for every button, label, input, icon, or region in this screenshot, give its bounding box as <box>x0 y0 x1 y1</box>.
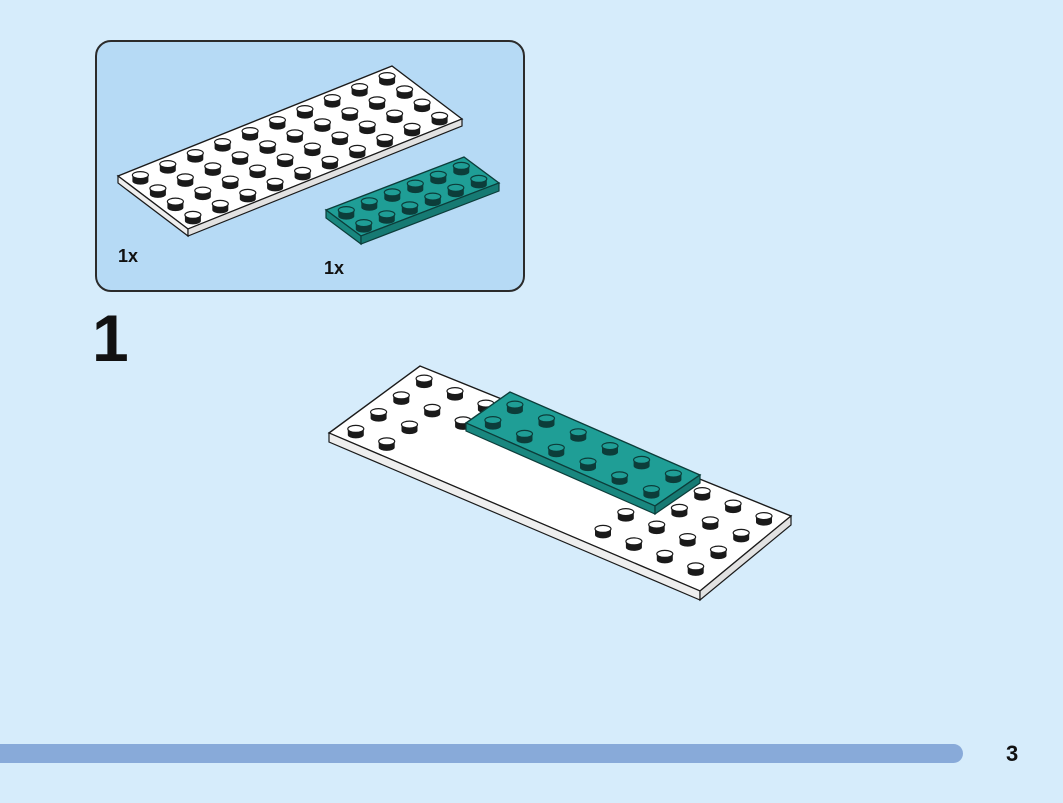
stud <box>378 71 396 87</box>
part-teal-plate <box>324 156 501 246</box>
stud <box>579 457 597 472</box>
stud <box>360 197 378 212</box>
stud <box>415 374 433 389</box>
stud <box>221 175 239 190</box>
page-number: 3 <box>1006 741 1019 766</box>
stud <box>755 511 773 527</box>
stud <box>214 138 232 153</box>
stud <box>687 562 705 577</box>
stud <box>413 98 431 113</box>
stud <box>484 416 502 431</box>
stud <box>429 170 447 185</box>
progress-bar <box>0 744 963 763</box>
stud <box>506 400 524 415</box>
part-white-plate <box>116 65 464 238</box>
stud <box>594 524 612 540</box>
stud <box>348 144 366 159</box>
stud <box>670 503 689 519</box>
stud <box>446 387 464 402</box>
stud <box>368 96 386 111</box>
stud <box>159 160 177 175</box>
stud <box>601 442 619 457</box>
step-number: 1 <box>92 301 129 375</box>
stud <box>259 140 277 155</box>
stud <box>569 428 587 443</box>
stud <box>403 122 421 137</box>
part-quantity-teal: 1x <box>324 258 345 278</box>
stud <box>678 532 697 548</box>
stud <box>431 111 449 127</box>
stud <box>249 164 267 179</box>
stud <box>268 115 286 131</box>
stud <box>617 507 635 523</box>
stud <box>452 161 470 176</box>
stud <box>321 155 339 170</box>
stud <box>625 537 643 552</box>
stud <box>184 210 202 225</box>
stud <box>241 127 259 142</box>
stud <box>424 192 442 207</box>
stud <box>186 149 204 164</box>
stud <box>351 82 369 98</box>
stud <box>423 403 441 418</box>
stud <box>701 516 719 531</box>
stud <box>401 201 419 216</box>
stud <box>341 107 359 122</box>
stud <box>383 188 401 203</box>
stud <box>303 142 321 157</box>
stud <box>378 437 396 452</box>
assembly-illustration <box>327 365 793 602</box>
stud <box>515 429 534 444</box>
stud <box>370 408 388 423</box>
stud <box>732 528 750 544</box>
stud <box>286 129 304 144</box>
stud <box>378 210 396 225</box>
stud <box>537 414 556 429</box>
stud <box>693 487 711 502</box>
stud <box>131 171 149 186</box>
stud <box>396 85 414 100</box>
stud <box>392 391 410 406</box>
stud <box>276 153 294 168</box>
stud <box>547 443 565 458</box>
stud <box>176 173 194 188</box>
stud <box>406 179 424 194</box>
stud <box>331 131 349 146</box>
stud <box>358 120 376 135</box>
stud <box>231 151 249 166</box>
stud <box>709 545 728 560</box>
stud <box>313 118 331 133</box>
stud <box>400 420 419 435</box>
stud <box>149 184 167 199</box>
part-quantity-white: 1x <box>118 246 139 266</box>
stud <box>204 162 222 177</box>
stud <box>386 109 404 124</box>
stud <box>724 499 742 514</box>
stud <box>266 177 284 192</box>
stud <box>323 93 341 109</box>
stud <box>337 206 355 221</box>
stud <box>211 199 229 214</box>
stud <box>347 424 365 439</box>
stud <box>648 520 666 535</box>
stud <box>376 133 394 148</box>
stud <box>239 188 257 203</box>
stud <box>194 186 212 201</box>
stud <box>610 471 629 486</box>
stud <box>664 469 683 484</box>
stud <box>166 197 184 212</box>
stud <box>470 174 488 189</box>
stud <box>447 183 465 198</box>
stud <box>656 549 674 565</box>
stud <box>294 166 312 181</box>
stud <box>355 219 373 234</box>
stud <box>642 485 661 500</box>
assembled-teal-plate <box>464 391 702 516</box>
stud <box>632 455 651 470</box>
stud <box>296 104 314 120</box>
